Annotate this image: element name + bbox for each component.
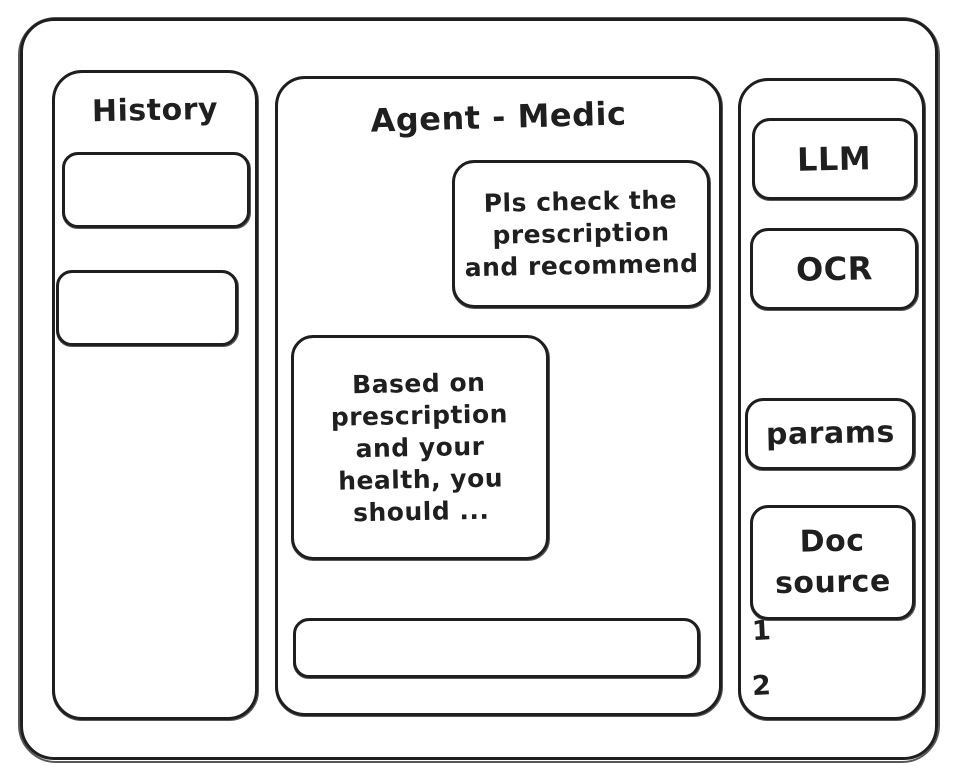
doc-source-list: 1 2	[751, 612, 912, 722]
tool-params-label: params	[765, 414, 895, 453]
history-list-item[interactable]	[56, 270, 239, 347]
tool-button-ocr[interactable]: OCR	[750, 228, 919, 311]
agent-message-bubble: Based on prescription and your health, y…	[291, 335, 550, 561]
tool-button-params[interactable]: params	[745, 398, 916, 471]
message-composer-input[interactable]	[293, 618, 701, 679]
user-message-text: Pls check the prescription and recommend	[464, 185, 699, 283]
agent-message-text: Based on prescription and your health, y…	[330, 367, 509, 527]
history-panel-title: History	[91, 91, 219, 130]
tool-button-doc-source[interactable]: Doc source	[750, 505, 916, 621]
user-message-bubble: Pls check the prescription and recommend	[452, 160, 711, 309]
tool-ocr-label: OCR	[795, 248, 873, 289]
history-list-item[interactable]	[62, 152, 251, 229]
tool-doc-source-label: Doc source	[774, 523, 892, 601]
tool-llm-label: LLM	[797, 138, 872, 179]
doc-source-list-item[interactable]: 2	[751, 670, 772, 703]
doc-source-list-item[interactable]: 1	[751, 615, 772, 648]
tool-button-llm[interactable]: LLM	[752, 118, 918, 201]
